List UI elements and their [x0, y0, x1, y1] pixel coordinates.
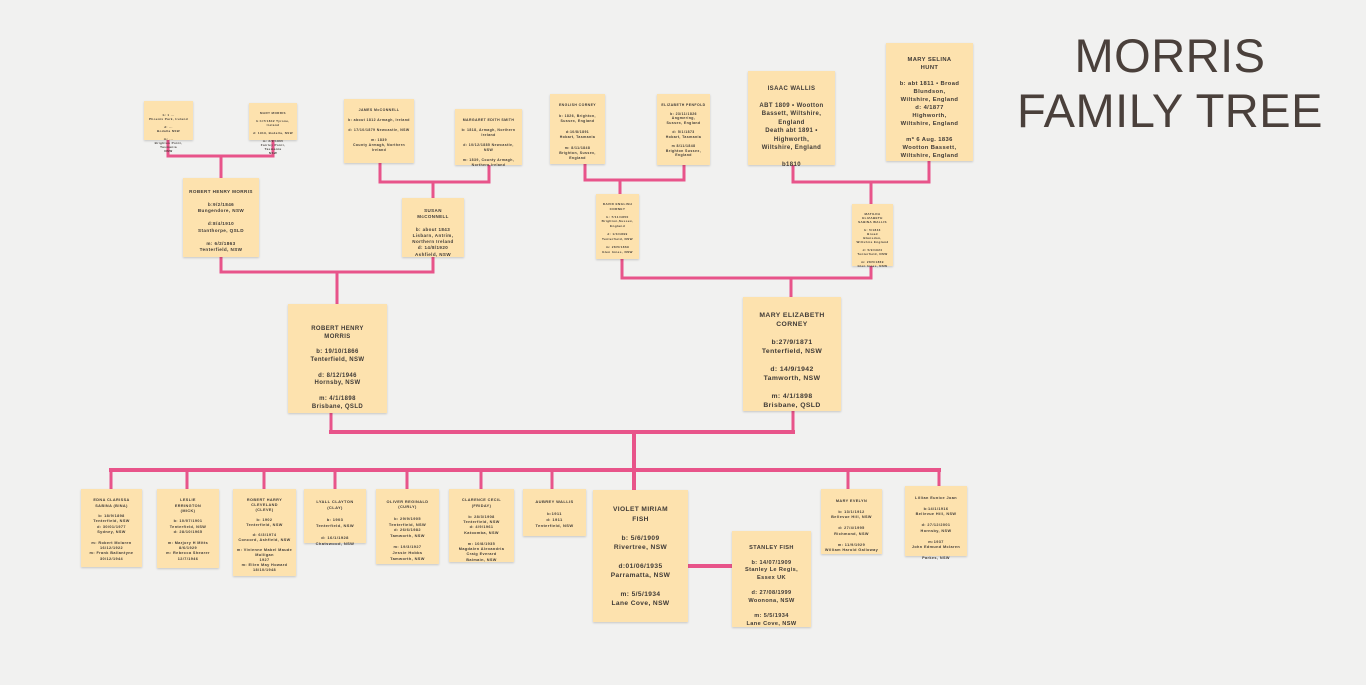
person-details: b:1/7/1842 Tyrone, Ireland d: 1919, Boda…: [253, 119, 293, 155]
person-details: b: 10/07/1901 Tenterfield, NSW d: 28/10/…: [166, 519, 210, 561]
person-details: b: abt 1811 • Broad Blundson, Wiltshire,…: [899, 81, 960, 159]
person-name: LYALL CLAYTON (CLAY): [316, 499, 354, 510]
child-card-edna[interactable]: EDNA CLARISSA SABINA (BINA) b: 18/9/1898…: [81, 489, 142, 567]
person-name: MARY SELINA HUNT: [907, 57, 952, 71]
person-details: b: 1 ... Phoenix Park, Ireland d: ... Bo…: [149, 113, 188, 153]
person-name: ISAAC WALLIS: [767, 85, 816, 92]
person-card-english-corney[interactable]: ENGLISH CORNEY b: 1826, Brighton, Sussex…: [550, 94, 605, 164]
person-details: b: about 1812 Armagh, Ireland d: 17/10/1…: [348, 118, 410, 152]
person-details: b: 19/10/1866 Tenterfield, NSW d: 8/12/1…: [310, 349, 365, 410]
child-card-violet[interactable]: VIOLET MIRIAM FISH b: 5/6/1909 Rivertree…: [593, 490, 688, 622]
person-details: b: 7/11/1850 Brighton,Sussex, England d:…: [601, 215, 634, 254]
person-name: STANLEY FISH: [749, 544, 794, 551]
person-card-robert-henry-morris-sr[interactable]: ROBERT HENRY MORRIS b:9/2/1846 Bungendor…: [183, 178, 259, 257]
person-name: OLIVER REGINALD (CURLY): [386, 498, 429, 510]
person-name: ROBERT HARRY CLEVELAND (CLEVE): [246, 498, 283, 512]
person-details: b: about 1843 Lisbarn, Antrim, Northern …: [412, 226, 454, 257]
person-name: ROBERT HENRY MORRIS: [311, 325, 364, 340]
person-details: b:14/1/1916 Bellevue Hill, NSW d: 27/12/…: [911, 506, 961, 561]
person-name: ENGLISH CORNEY: [558, 103, 597, 108]
person-card-robert-henry-morris[interactable]: ROBERT HENRY MORRIS b: 19/10/1866 Tenter…: [288, 304, 387, 413]
person-name: SUSAN McCONNELL: [417, 208, 449, 220]
person-details: b: 29/9/1905 Tenterfield, NSW d: 26/6/19…: [388, 515, 427, 561]
person-card-elizabeth-penfold[interactable]: ELIZABETH PENFOLD b: 23/11/1826 Angmerin…: [657, 94, 710, 165]
person-card-david-english-corney[interactable]: DAVID ENGLISH CORNEY b: 7/11/1850 Bright…: [596, 194, 639, 259]
person-name: JAMES McCONNELL: [358, 108, 400, 112]
person-details: b:9/2/1846 Bungendore, NSW d:8/4/1910 St…: [197, 201, 245, 253]
child-card-robert-harry[interactable]: ROBERT HARRY CLEVELAND (CLEVE) b: 1902 T…: [233, 489, 296, 576]
child-card-mary-evelyn[interactable]: MARY EVELYN b: 13/1/1912 Bellevue Hill, …: [821, 489, 882, 554]
person-name: EDNA CLARISSA SABINA (BINA): [93, 498, 130, 508]
person-details: b: 28/3/1908 Tenterfield, NSW d: 4/9/196…: [458, 514, 505, 562]
person-name: MARY ELIZABETH CORNEY: [759, 312, 825, 328]
person-card-matilda-wallis[interactable]: MATILDA ELIZABETH SABINA WALLIS b: 5/184…: [852, 204, 893, 268]
person-details: b:27/9/1871 Tenterfield, NSW d: 14/9/194…: [761, 339, 823, 409]
person-card-margaret-smith[interactable]: MARGARET EDITH SMITH b: 1818, Armagh, No…: [455, 109, 522, 167]
person-details: b: 5/1843 Broad Blunsdon, Wiltshire Engl…: [856, 228, 889, 268]
person-name: Lillian Eunice Joan: [915, 495, 957, 500]
person-card-stanley-fish[interactable]: STANLEY FISH b: 14/07/1909 Stanley Le Re…: [732, 531, 811, 627]
child-card-lyall[interactable]: LYALL CLAYTON (CLAY) b: 1903 Tenterfield…: [304, 489, 366, 546]
person-details: b:1911 d: 1911 Tenterfield, NSW: [535, 511, 574, 528]
person-name: ELIZABETH PENFOLD: [661, 102, 706, 107]
person-name: MARY EVELYN: [835, 498, 868, 503]
person-card-mary-morris[interactable]: MARY MORRIS b:1/7/1842 Tyrone, Ireland d…: [249, 103, 297, 155]
person-details: b: 14/07/1909 Stanley Le Regis, Essex UK…: [744, 559, 799, 627]
person-details: b: 1826, Brighton, Sussex, England d:10/…: [559, 113, 596, 161]
person-details: b: 5/6/1909 Rivertree, NSW d:01/06/1935 …: [610, 534, 671, 608]
person-name: MARGARET EDITH SMITH: [462, 118, 515, 122]
person-name: CLARENCE CECIL (FRIDAY): [461, 498, 502, 508]
child-card-leslie[interactable]: LESLIE ERRINGTON (MICK) b: 10/07/1901 Te…: [157, 489, 219, 568]
person-card-mary-elizabeth-corney[interactable]: MARY ELIZABETH CORNEY b:27/9/1871 Tenter…: [743, 297, 841, 411]
child-card-aubrey[interactable]: AUBREY WALLIS b:1911 d: 1911 Tenterfield…: [523, 489, 586, 536]
person-name: MARY MORRIS: [260, 111, 286, 115]
person-card-susan-mcconnell[interactable]: SUSAN McCONNELL b: about 1843 Lisbarn, A…: [402, 198, 464, 257]
child-card-clarence[interactable]: CLARENCE CECIL (FRIDAY) b: 28/3/1908 Ten…: [449, 489, 514, 562]
title-line-2: FAMILY TREE: [1017, 84, 1323, 137]
person-details: b: 1902 Tenterfield, NSW d: 6/3/1974 Con…: [236, 518, 293, 572]
person-card-james-mcconnell[interactable]: JAMES McCONNELL b: about 1812 Armagh, Ir…: [344, 99, 414, 163]
person-name: AUBREY WALLIS: [535, 499, 574, 504]
person-name: ROBERT HENRY MORRIS: [189, 188, 253, 194]
person-card-isaac-wallis[interactable]: ISAAC WALLIS ABT 1809 • Wootton Bassett,…: [748, 71, 835, 168]
person-name: LESLIE ERRINGTON (MICK): [174, 498, 202, 513]
page-title: MORRIS FAMILY TREE: [1000, 28, 1340, 138]
person-details: b: 1818, Armagh, Northern Ireland d: 10/…: [461, 128, 516, 167]
person-details: b: 13/1/1912 Bellevue Hill, NSW d: 27/4/…: [824, 509, 879, 553]
person-details: b: 18/9/1898 Tenterfield, NSW d: 30/01/1…: [89, 514, 134, 561]
person-name: DAVID ENGLISH CORNEY: [602, 202, 633, 211]
person-details: ABT 1809 • Wootton Bassett, Wiltshire, E…: [759, 102, 824, 169]
title-line-1: MORRIS: [1074, 29, 1266, 82]
person-name: VIOLET MIRIAM FISH: [612, 506, 669, 523]
child-card-oliver[interactable]: OLIVER REGINALD (CURLY) b: 29/9/1905 Ten…: [376, 489, 439, 564]
person-details: b: 23/11/1826 Angmering, Sussex, England…: [665, 111, 702, 158]
person-card-mary-selina-hunt[interactable]: MARY SELINA HUNT b: abt 1811 • Broad Blu…: [886, 43, 973, 161]
child-card-lillian[interactable]: Lillian Eunice Joan b:14/1/1916 Bellevue…: [905, 486, 967, 560]
person-details: b: 1903 Tenterfield, NSW d: 16/1/1928 Ch…: [315, 517, 355, 546]
person-name: MATILDA ELIZABETH SABINA WALLIS: [858, 212, 887, 224]
person-card-morris-great-grandfather[interactable]: b: 1 ... Phoenix Park, Ireland d: ... Bo…: [144, 101, 193, 153]
